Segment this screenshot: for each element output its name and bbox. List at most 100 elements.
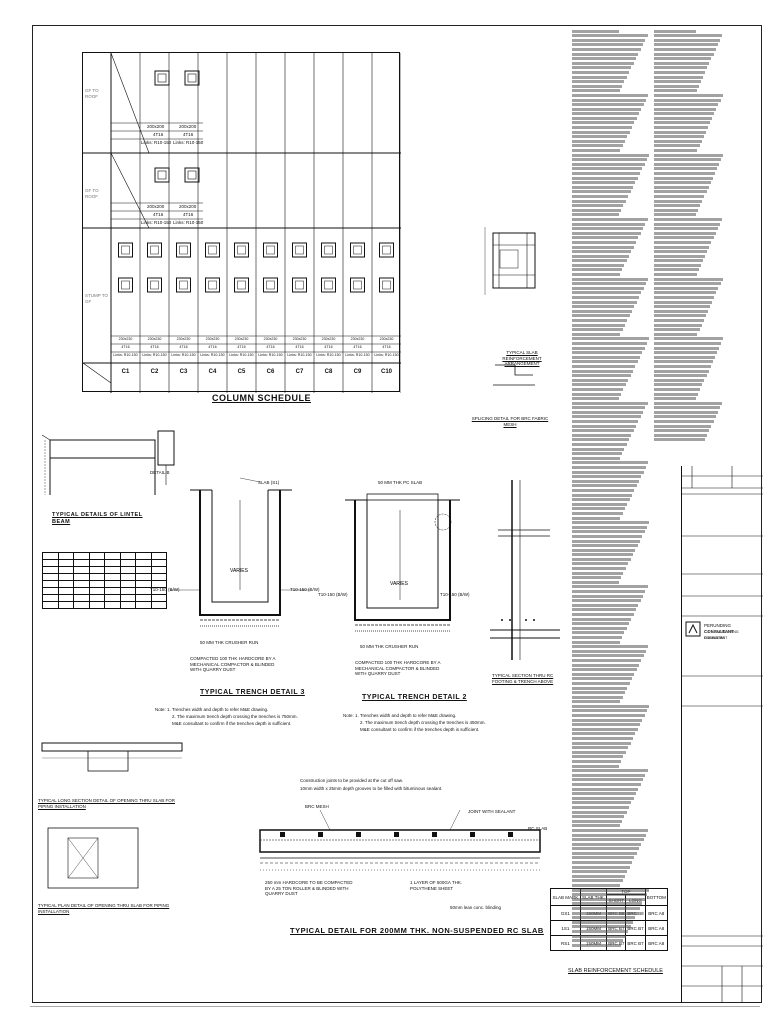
- trench2-note2: 2. The maximum trench depth crossing the…: [360, 720, 486, 725]
- stump-cell: Links: R10-150: [113, 353, 138, 357]
- slab-joint: JOINT WITH SEALANT: [468, 809, 516, 814]
- trench3-bars-right: T10-150 (B/W): [290, 587, 320, 592]
- column-mark-c8: C8: [324, 369, 333, 375]
- r2-size-b: 200x200: [179, 204, 197, 209]
- stump-cell: 4T16: [121, 345, 130, 349]
- stump-cell: 230x230: [321, 337, 336, 341]
- trench2-hardcore: COMPACTED 100 THK HARDCORE BY A MECHANIC…: [355, 660, 441, 676]
- stump-cell: Links: R10-150: [142, 353, 167, 357]
- stump-cell: 230x230: [292, 337, 307, 341]
- lintel-detail-b: DETAIL B: [150, 470, 170, 475]
- stump-cell: Links: R10-150: [316, 353, 341, 357]
- stump-cell: 4T16: [237, 345, 246, 349]
- trench3-bars-left: T10-150 (B/W): [150, 587, 180, 592]
- svg-text:VARIES: VARIES: [230, 568, 249, 574]
- column-mark-c3: C3: [179, 369, 188, 375]
- svg-text:VARIES: VARIES: [390, 581, 409, 587]
- row-label-1: GF TO ROOF: [85, 88, 99, 99]
- stump-cell: Links: R10-150: [345, 353, 370, 357]
- footing-section-title: TYPICAL SECTION THRU RC FOOTING & TRENCH…: [492, 673, 554, 684]
- column-mark-c10: C10: [380, 369, 392, 375]
- trench2-bars-left: T10-150 (B/W): [318, 592, 348, 597]
- column-mark-c1: C1: [121, 369, 130, 375]
- stump-cell: 4T16: [382, 345, 391, 349]
- column-schedule-grid: [82, 52, 402, 393]
- stump-cell: 4T16: [295, 345, 304, 349]
- slab-reinforcement-title: TYPICAL SLAB REINFORCEMENT ARRANGEMENT: [502, 350, 542, 366]
- r1-bars-b: 4T16: [183, 132, 194, 137]
- trench-detail-2: VARIES: [345, 493, 460, 632]
- stump-cell: 230x230: [234, 337, 249, 341]
- r1-links-a: Links: R10-150: [141, 140, 172, 145]
- trench2-bars-right: T10-150 (B/W): [440, 592, 470, 597]
- r1-bars-a: 4T16: [153, 132, 164, 137]
- trench3-hardcore: COMPACTED 100 THK HARDCORE BY A MECHANIC…: [190, 656, 276, 672]
- lintel-table: [42, 552, 167, 609]
- pipe-section-detail: [41, 742, 183, 889]
- stump-cell: 230x230: [350, 337, 365, 341]
- general-notes-col-2: [654, 28, 724, 468]
- stump-cell: 4T16: [353, 345, 362, 349]
- stump-cell: 230x230: [379, 337, 394, 341]
- stump-cell: Links: R10-150: [258, 353, 283, 357]
- lintel-title: TYPICAL DETAILS OF LINTEL BEAM: [52, 512, 143, 525]
- trench3-note2: 2. The maximum trench depth crossing the…: [172, 714, 298, 719]
- r2-bars-a: 4T16: [153, 212, 164, 217]
- column-schedule-title: COLUMN SCHEDULE: [212, 393, 311, 403]
- slab-membrane: 1 LAYER OF 500GA THK. POLYTHENE SHEET: [410, 880, 463, 891]
- trench3-note1: Note: 1. Trenches width and depth to ref…: [155, 707, 269, 712]
- r2-size-a: 200x200: [147, 204, 165, 209]
- row-label-3: STUMP TO GF: [85, 293, 109, 304]
- trench3-slab-label: SLAB (S1): [258, 480, 280, 485]
- slab-hardcore: 250 mm HARDCORE TO BE COMPACTED BY A 25 …: [265, 880, 353, 896]
- r1-links-b: Links: R10-150: [173, 140, 204, 145]
- lintel-beam-detail: [41, 430, 175, 495]
- consultant-line-2: ENGINEERS: [704, 636, 725, 640]
- trench2-title: TYPICAL TRENCH DETAIL 2: [362, 694, 467, 701]
- r1-size-a: 200x200: [147, 124, 165, 129]
- splice-detail-title: SPLICING DETAIL FOR BRC FABRIC MESH: [471, 416, 549, 427]
- stump-cell: 230x230: [118, 337, 133, 341]
- row-label-2: GF TO ROOF: [85, 188, 99, 199]
- consultant-name: PERUNDING CONSULTANT: [704, 623, 734, 634]
- stump-cell: Links: R10-150: [229, 353, 254, 357]
- title-block: PERUNDING CONSULTANT C & S ENGINEERING C…: [681, 466, 763, 1003]
- slab-rc-slab: RC SLAB: [528, 826, 548, 831]
- rc-slab-detail: [259, 809, 541, 871]
- column-mark-c7: C7: [295, 369, 304, 375]
- stump-cell: Links: R10-150: [171, 353, 196, 357]
- sheet-frame: [32, 25, 762, 1003]
- trench2-note1: Note: 1. Trenches width and depth to ref…: [343, 713, 457, 718]
- stump-cell: 230x230: [147, 337, 162, 341]
- column-mark-c5: C5: [237, 369, 246, 375]
- trench-detail-3: VARIES: [170, 477, 310, 627]
- trench2-blinding: 50 MM THK CRUSHER RUN: [360, 644, 419, 649]
- slab-note1: Construction joints to be provided at th…: [300, 778, 403, 783]
- column-schedule: GF TO ROOF GF TO ROOF STUMP TO GF 200x20…: [82, 52, 402, 393]
- stump-cell: 230x230: [205, 337, 220, 341]
- column-mark-c2: C2: [150, 369, 159, 375]
- slab-note2: 10mm width x 25mm depth grooves to be fi…: [300, 786, 443, 791]
- stump-cell: 4T16: [324, 345, 333, 349]
- consultant-line-1: C & S ENGINEERING CONSULTANT: [704, 630, 739, 640]
- slab-detail-title: TYPICAL DETAIL FOR 200MM THK. NON-SUSPEN…: [290, 926, 544, 935]
- stump-cell: Links: R10-150: [374, 353, 399, 357]
- slab-blinding: 50mm lean conc. blinding: [450, 905, 502, 910]
- stump-cell: 4T16: [150, 345, 159, 349]
- title-block-grid: [682, 466, 763, 1003]
- slab-reinforcement-detail: [484, 227, 536, 386]
- column-mark-c9: C9: [353, 369, 362, 375]
- column-mark-c6: C6: [266, 369, 275, 375]
- footer-line: [30, 1006, 760, 1007]
- stump-cell: 230x230: [263, 337, 278, 341]
- column-mark-c4: C4: [208, 369, 217, 375]
- r1-size-b: 200x200: [179, 124, 197, 129]
- trench3-title: TYPICAL TRENCH DETAIL 3: [200, 689, 305, 696]
- trench3-note3: M&E consultant to confirm if the trenche…: [172, 721, 292, 726]
- r2-links-a: Links: R10-150: [141, 220, 172, 225]
- slab-schedule-title: SLAB REINFORCEMENT SCHEDULE: [568, 968, 663, 974]
- stump-cell: 4T16: [179, 345, 188, 349]
- pipe-plan-title: TYPICAL PLAN DETAIL OF OPENING THRU SLAB…: [38, 903, 170, 914]
- r2-bars-b: 4T16: [183, 212, 194, 217]
- stump-cell: 4T16: [266, 345, 275, 349]
